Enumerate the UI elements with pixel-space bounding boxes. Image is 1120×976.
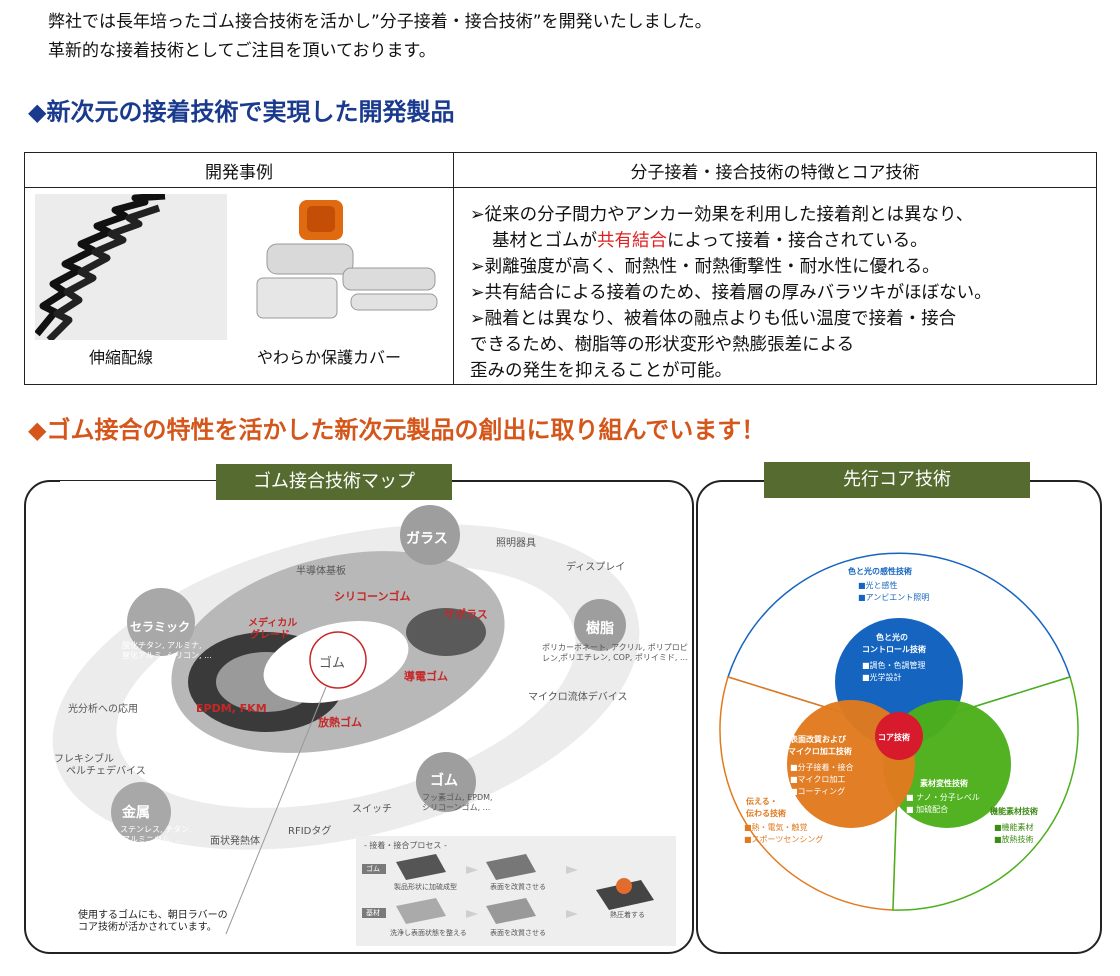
node-ceramic-sub2: 窒化アルミ, シリコン, ... bbox=[122, 651, 212, 660]
process-step-4: 表面を改質させる bbox=[490, 929, 546, 937]
process-step-5: 熱圧着する bbox=[610, 911, 645, 919]
label-medical-1: メディカル bbox=[248, 618, 298, 629]
core-right-item-2: ■放熱技術 bbox=[994, 835, 1034, 844]
center-rubber: ゴム bbox=[319, 656, 346, 671]
core-top-title: 色と光の感性技術 bbox=[848, 567, 912, 576]
label-rfid: RFIDタグ bbox=[288, 826, 332, 837]
feature-4c: 歪みの発生を抑えることが可能。 bbox=[470, 361, 732, 381]
process-tag-rubber: ゴム bbox=[366, 865, 380, 873]
core-right-title: 機能素材技術 bbox=[990, 807, 1038, 816]
section-heading-products: ◆新次元の接着技術で実現した開発製品 bbox=[28, 98, 455, 126]
process-step-3: 洗浄し表面状態を整える bbox=[390, 929, 467, 937]
node-metal-sub1: ステンレス, チタン, bbox=[120, 825, 192, 834]
label-lighting: 照明器具 bbox=[496, 538, 536, 549]
core-orange-title-2: マイクロ加工技術 bbox=[788, 747, 852, 756]
label-semiconductor: 半導体基板 bbox=[296, 566, 346, 577]
label-microfluid: マイクロ流体デバイス bbox=[528, 692, 628, 703]
node-rubber-sub2: シリコーンゴム, ... bbox=[422, 803, 491, 812]
core-orange-item-1: ■分子接着・接合 bbox=[790, 763, 854, 772]
node-rubber-sub1: フッ素ゴム, EPDM, bbox=[422, 793, 493, 802]
caption-stretch-wiring: 伸縮配線 bbox=[89, 348, 154, 367]
label-flex-1: フレキシブル bbox=[54, 754, 114, 765]
examples-cell: 伸縮配線 やわらか保護カバー bbox=[24, 187, 454, 385]
feature-4a: ➢融着とは異なり、被着体の融点よりも低い温度で接着・接合 bbox=[470, 309, 957, 329]
label-conductive: 導電ゴム bbox=[404, 670, 448, 683]
node-metal: 金属 bbox=[122, 805, 150, 821]
feature-2: ➢剥離強度が高く、耐熱性・耐熱衝撃性・耐水性に優れる。 bbox=[470, 257, 940, 277]
core-left-item-1: ■熱・電気・触覚 bbox=[744, 823, 808, 832]
label-epdm: EPDM, FKM bbox=[196, 702, 267, 715]
node-resin-sub2: ポリエチレン, COP, ポリイミド, ... bbox=[560, 653, 688, 662]
core-top-item-1: ■光と感性 bbox=[858, 581, 898, 590]
node-resin-sub1: ポリカーボネート, アクリル, ポリプロピレン, bbox=[542, 643, 688, 663]
core-left-title-1: 伝える・ bbox=[746, 797, 778, 806]
core-center: コア技術 bbox=[878, 733, 910, 742]
node-metal-sub2: アルミニウム, ... bbox=[122, 835, 183, 844]
table-header-features: 分子接着・接合技術の特徴とコア技術 bbox=[453, 152, 1097, 188]
development-table: 開発事例 分子接着・接合技術の特徴とコア技術 伸縮配線 やわらか保護カバー bbox=[24, 152, 1097, 385]
label-heater: 面状発熱体 bbox=[210, 836, 260, 847]
label-display: ディスプレイ bbox=[566, 562, 626, 573]
features-cell: ➢従来の分子間力やアンカー効果を利用した接着剤とは異なり、 基材とゴムが共有結合… bbox=[453, 187, 1097, 385]
stretch-wiring-photo bbox=[35, 194, 227, 340]
tech-map-title: ゴム接合技術マップ bbox=[216, 464, 452, 500]
covalent-bond-highlight: 共有結合 bbox=[597, 231, 667, 251]
feature-3: ➢共有結合による接着のため、接着層の厚みバラツキがほぼない。 bbox=[470, 283, 992, 303]
table-header-examples: 開発事例 bbox=[24, 152, 454, 188]
label-saporasu: サポラス bbox=[444, 608, 488, 621]
process-tag-base: 基材 bbox=[366, 909, 380, 917]
node-glass: ガラス bbox=[406, 531, 448, 547]
node-resin: 樹脂 bbox=[586, 621, 614, 637]
core-left-title-2: 伝わる技術 bbox=[746, 809, 786, 818]
core-tech-panel: 色と光の感性技術 ■光と感性 ■アンビエント照明 色と光の コントロール技術 ■… bbox=[696, 480, 1102, 954]
core-green-title: 素材変性技術 bbox=[920, 779, 968, 788]
core-green-item-2: ■ 加硫配合 bbox=[906, 805, 949, 814]
protective-cover-photo bbox=[247, 194, 443, 340]
core-left-item-2: ■スポーツセンシング bbox=[744, 835, 824, 844]
label-spectro: 光分析への応用 bbox=[68, 704, 138, 715]
section-heading-creation: ◆ゴム接合の特性を活かした新次元製品の創出に取り組んでいます！ bbox=[28, 416, 766, 444]
core-tech-diagram bbox=[719, 552, 1079, 911]
process-step-1: 製品形状に加硫成型 bbox=[394, 883, 457, 891]
core-tech-title: 先行コア技術 bbox=[764, 462, 1030, 498]
note-line-1: 使用するゴムにも、朝日ラバーの bbox=[78, 910, 228, 921]
caption-protective-cover: やわらか保護カバー bbox=[257, 348, 402, 367]
core-blue-item-2: ■光学設計 bbox=[862, 673, 902, 682]
label-flex-2: ペルチェデバイス bbox=[66, 766, 146, 777]
label-silicone: シリコーンゴム bbox=[334, 590, 411, 603]
intro-line-2: 革新的な接着技術としてご注目を頂いております。 bbox=[48, 41, 436, 61]
core-orange-item-3: ■コーティング bbox=[790, 787, 846, 796]
label-medical-2: グレード bbox=[250, 630, 290, 641]
core-orange-item-2: ■マイクロ加工 bbox=[790, 775, 846, 784]
core-blue-item-1: ■調色・色調管理 bbox=[862, 661, 926, 670]
feature-1b: 基材とゴムが共有結合によって接着・接合されている。 bbox=[492, 231, 928, 251]
node-ceramic-sub1: 酸化チタン, アルミナ, bbox=[122, 641, 202, 650]
core-blue-title-2: コントロール技術 bbox=[862, 645, 926, 654]
process-step-2: 表面を改質させる bbox=[490, 883, 546, 891]
core-green-item-1: ■ ナノ・分子レベル bbox=[906, 793, 980, 802]
feature-1a: ➢従来の分子間力やアンカー効果を利用した接着剤とは異なり、 bbox=[470, 205, 974, 225]
label-heat: 放熱ゴム bbox=[318, 716, 362, 729]
feature-4b: できるため、樹脂等の形状変形や熱膨張差による bbox=[470, 335, 855, 355]
node-ceramic: セラミック bbox=[130, 620, 191, 634]
core-blue-title-1: 色と光の bbox=[876, 633, 908, 642]
tech-map-panel: ガラス セラミック 酸化チタン, アルミナ, 窒化アルミ, シリコン, ... … bbox=[24, 480, 694, 954]
intro-line-1: 弊社では長年培ったゴム接合技術を活かし”分子接着・接合技術”を開発いたしました。 bbox=[48, 12, 712, 32]
process-title: - 接着・接合プロセス - bbox=[364, 841, 447, 850]
label-switch: スイッチ bbox=[352, 804, 392, 815]
core-right-item-1: ■機能素材 bbox=[994, 823, 1034, 832]
intro-text: 弊社では長年培ったゴム接合技術を活かし”分子接着・接合技術”を開発いたしました。… bbox=[48, 8, 712, 66]
core-orange-title-1: 表面改質および bbox=[790, 735, 846, 744]
note-line-2: コア技術が活かされています。 bbox=[78, 922, 217, 933]
core-top-item-2: ■アンビエント照明 bbox=[858, 593, 930, 602]
tech-map-diagram bbox=[52, 505, 676, 946]
node-rubber: ゴム bbox=[430, 773, 458, 789]
